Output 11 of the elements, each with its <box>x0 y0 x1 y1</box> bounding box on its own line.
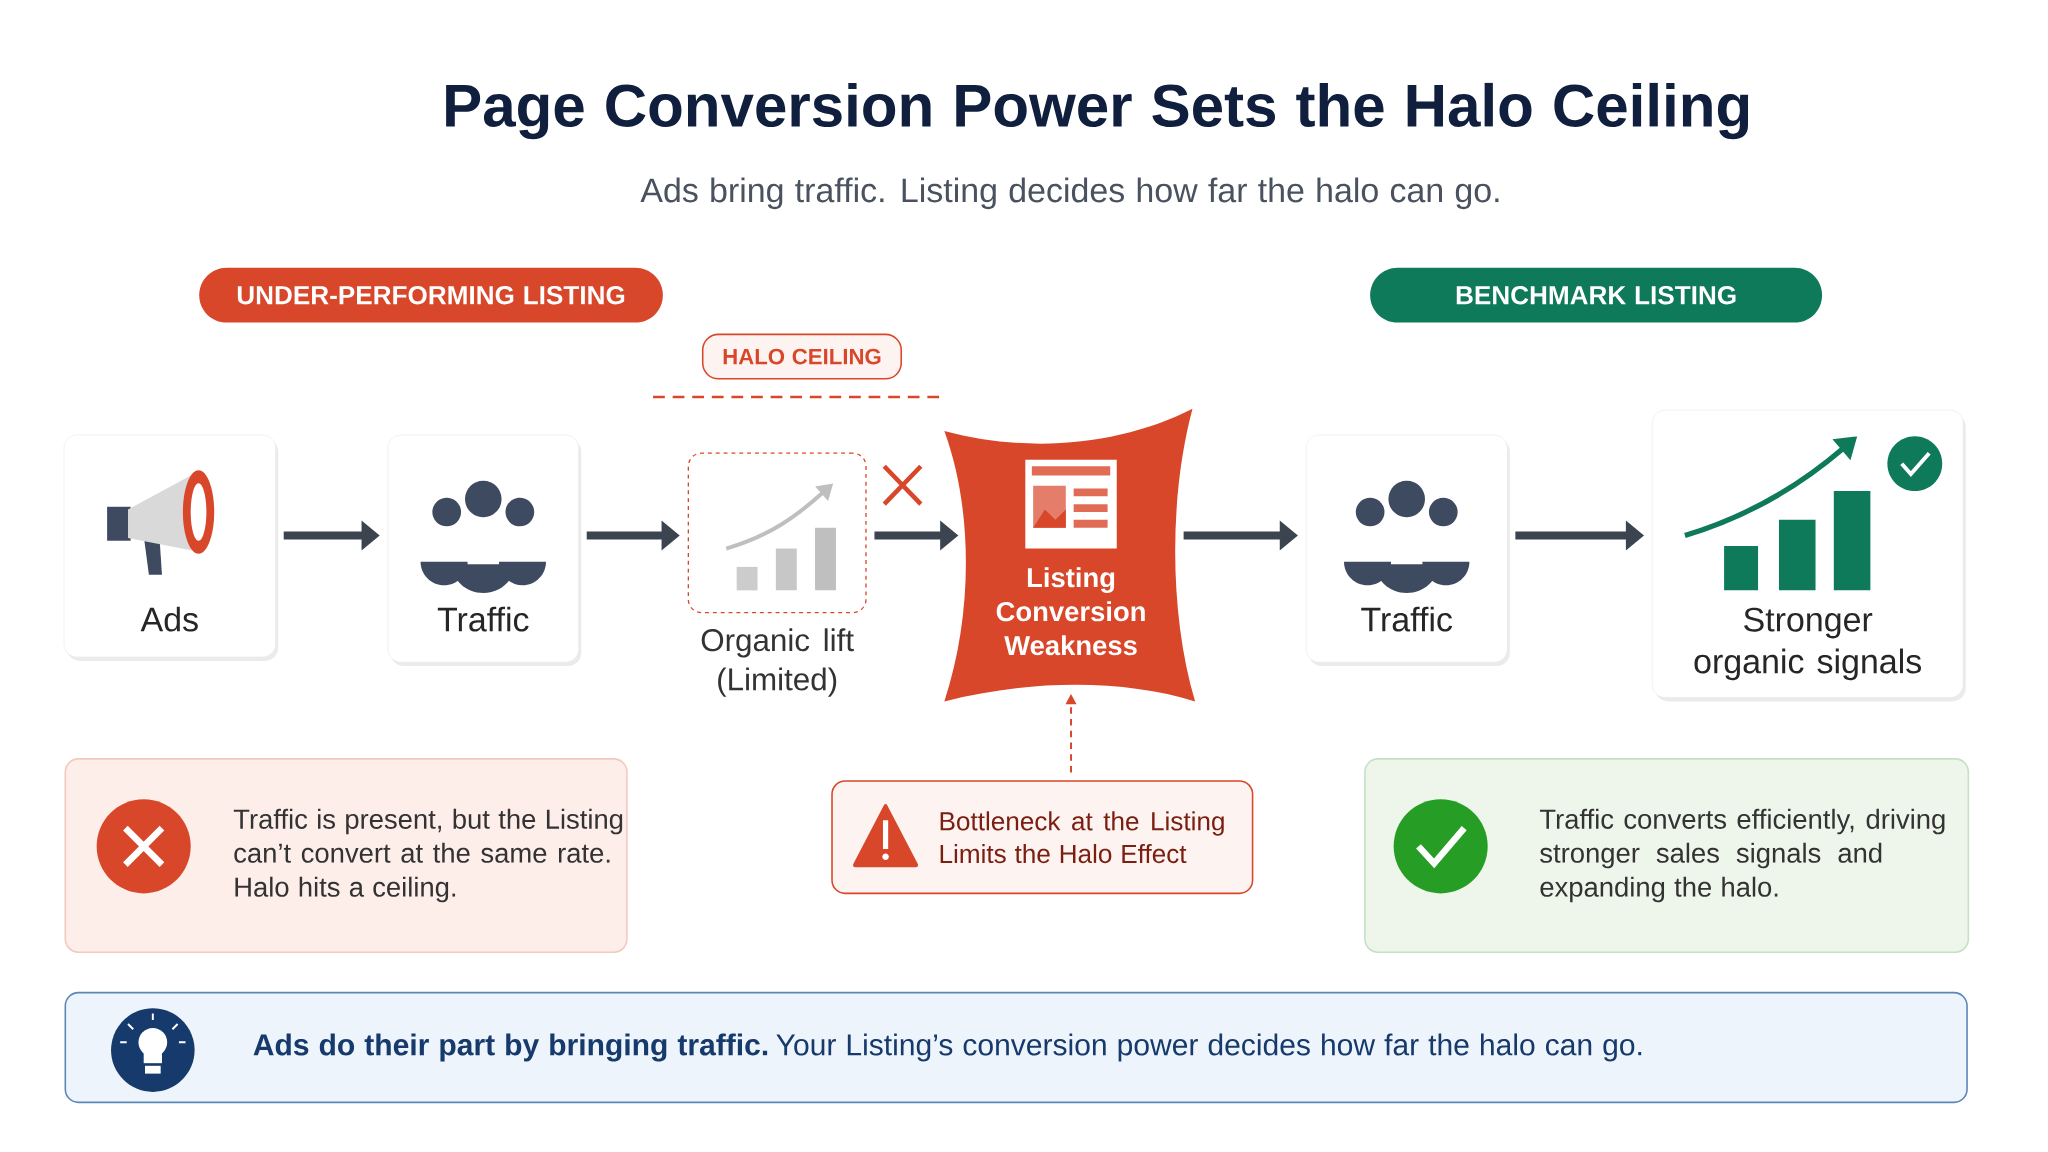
ceiling-tag: HALO CEILING <box>701 333 903 380</box>
organic-lift-box: Organic lift (Limited) <box>687 452 867 697</box>
node-label: Organic lift (Limited) <box>701 628 854 697</box>
note-box: Traffic converts efficiently, driving stronger sales signals and expanding the halo. <box>1364 758 1970 953</box>
subtitle: Ads bring traffic. Listing decides how far the halo can go. <box>640 177 1499 210</box>
note-box: Traffic is present, but the Listing can’t convert at the same rate. Halo hits a ceiling. <box>64 758 628 953</box>
callout-box: Bottleneck at the Listing Limits the Halo Effect <box>831 780 1254 895</box>
section-badge: BENCHMARK LISTING <box>1370 267 1823 323</box>
summary-banner: Ads do their part by bringing traffic. Your Listing’s conversion power decides how far the halo can go. <box>64 991 1968 1104</box>
title: Page Conversion Power Sets the Halo Ceiling <box>446 82 1749 140</box>
section-badge: UNDER-PERFORMING LISTING <box>199 267 663 323</box>
